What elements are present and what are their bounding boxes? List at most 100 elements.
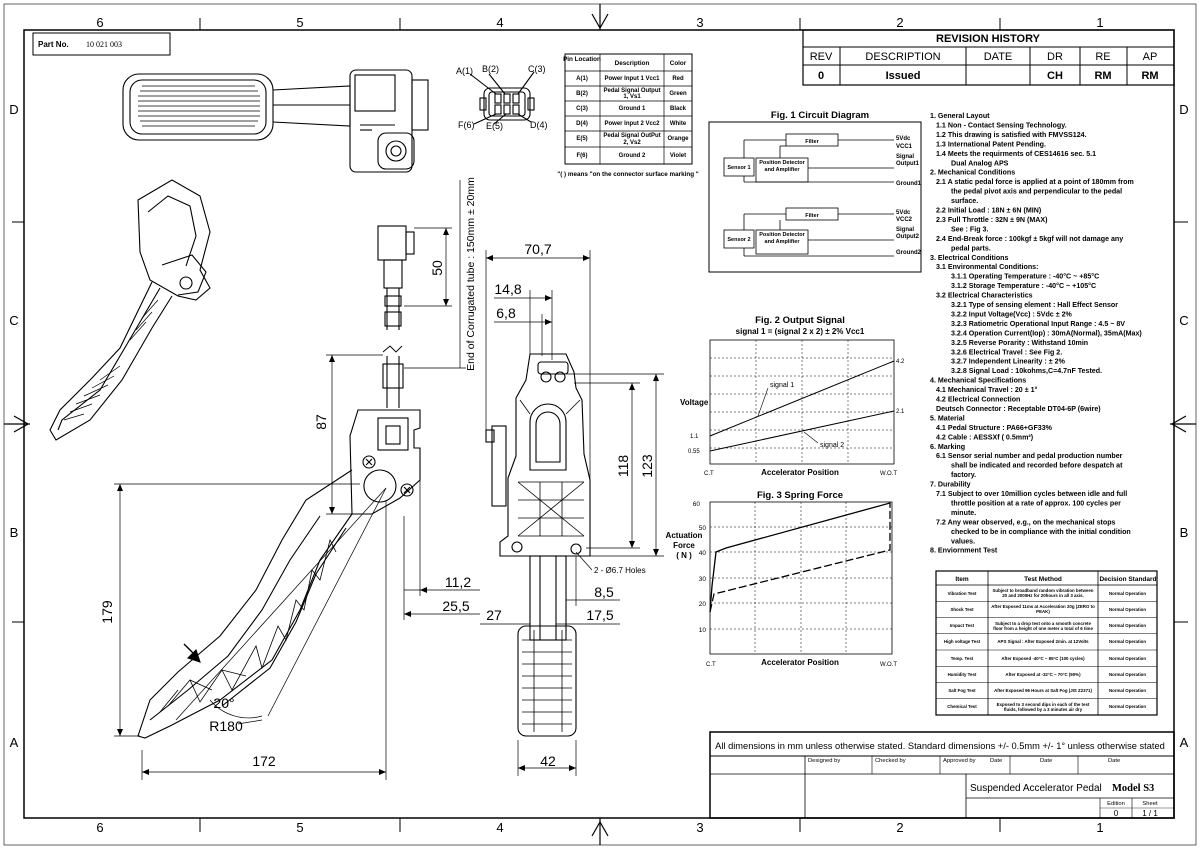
fig2-series-signal2: signal 2 — [820, 442, 844, 449]
spec-line-35: 6. Marking — [930, 443, 965, 451]
zone-col-top-1: 1 — [1096, 15, 1103, 30]
fig1-sensor-2: Sensor 2 — [727, 237, 750, 243]
spec-line-17: 3.1.1 Operating Temperature : -40°C ~ +8… — [951, 273, 1099, 281]
spec-line-10: 2.2 Initial Load : 18N ± 6N (MIN) — [936, 207, 1042, 215]
dim-42: 42 — [540, 753, 556, 769]
zone-row-right-b: B — [1180, 525, 1189, 540]
zone-col-top-6: 6 — [96, 15, 103, 30]
fig3-ytick-40: 40 — [699, 550, 707, 557]
spec-line-20: 3.2.1 Type of sensing element : Hall Eff… — [951, 301, 1118, 309]
env-cell-4-1: After Exposed -40°C ~ 85°C (100 cycles) — [1001, 655, 1085, 661]
connector-pin-c: C(3) — [528, 64, 546, 74]
spec-line-16: 3.1 Environmental Conditions: — [936, 263, 1038, 271]
dim-holes: 2 - Ø6.7 Holes — [594, 566, 646, 575]
env-cell-5-2: Normal Operation — [1108, 671, 1147, 677]
fig1-title: Fig. 1 Circuit Diagram — [771, 110, 869, 121]
pin-cell-3-0: D(4) — [576, 120, 588, 127]
pin-cell-0-1: Power Input 1 Vcc1 — [604, 75, 660, 82]
rev-header-description: DESCRIPTION — [865, 51, 940, 63]
fig3-xlabel: Accelerator Position — [761, 658, 839, 667]
env-cell-4-0: Temp. Test — [950, 655, 974, 661]
fig3-spring-force: Fig. 3 Spring Force 60 50 40 30 20 10 Ac… — [666, 490, 898, 668]
spec-line-40: 7.1 Subject to over 10million cycles bet… — [936, 490, 1127, 498]
spec-line-3: 1.3 International Patent Pending. — [936, 140, 1046, 148]
spec-line-22: 3.2.3 Ratiometric Operational Input Rang… — [951, 320, 1125, 328]
spec-line-33: 4.1 Pedal Structure : PA66+GF33% — [936, 424, 1053, 432]
spec-line-18: 3.1.2 Storage Temperature : -40°C ~ +105… — [951, 282, 1096, 290]
zone-col-top-5: 5 — [296, 15, 303, 30]
rev-cell-dr: CH — [1047, 70, 1063, 82]
env-header-item: Item — [955, 576, 969, 583]
env-cell-6-0: Salt Fog Test — [948, 688, 976, 694]
fig3-ytick-30: 30 — [699, 576, 707, 583]
env-cell-0-0: Vibration Test — [947, 590, 977, 596]
spec-line-42: minute. — [951, 509, 976, 517]
dim-118: 118 — [615, 455, 631, 478]
pin-cell-5-1: Ground 2 — [618, 152, 646, 159]
pin-note: "( ) means "on the connector surface mar… — [557, 171, 699, 178]
dim-172: 172 — [252, 753, 276, 769]
edition-value: 0 — [1114, 809, 1119, 818]
environment-test-table: Item Test Method Decision Standard Vibra… — [935, 570, 1158, 716]
spec-line-25: 3.2.6 Electrical Travel : See Fig 2. — [951, 348, 1062, 356]
dimension-arrows — [117, 228, 659, 775]
spec-line-26: 3.2.7 Independent Linearity : ± 2% — [951, 358, 1066, 366]
fig1-out2-ground: Ground2 — [896, 250, 922, 256]
connector-pin-e: E(5) — [486, 121, 503, 131]
pin-cell-2-0: C(3) — [576, 105, 588, 112]
pin-header-color: Color — [670, 60, 687, 67]
revision-title: REVISION HISTORY — [936, 33, 1041, 45]
spec-line-12: See : Fig 3. — [951, 225, 988, 233]
pin-cell-1-0: B(2) — [576, 90, 588, 97]
spec-line-23: 3.2.4 Operation Current(Iop) : 30mA(Norm… — [951, 329, 1142, 337]
pin-cell-2-2: Black — [669, 105, 686, 112]
pin-cell-5-0: F(6) — [576, 152, 588, 159]
fig2-subtitle: signal 1 = (signal 2 x 2) ± 2% Vcc1 — [736, 327, 865, 336]
fig2-x-end: W.O.T — [880, 471, 897, 477]
pedal-center-view — [485, 353, 591, 737]
rev-header-rev: REV — [810, 51, 833, 63]
zone-col-bottom-5: 5 — [296, 820, 303, 835]
rev-header-ap: AP — [1143, 51, 1158, 63]
fig1-out1-5vdc: 5Vdc — [896, 136, 911, 142]
pin-cell-4-0: E(5) — [576, 136, 588, 143]
date-2: Date — [1108, 758, 1120, 764]
pedal-top-view — [122, 69, 429, 173]
env-cell-1-0: Shock Test — [950, 606, 974, 612]
pin-header-location: Pin Location — [563, 56, 601, 63]
env-cell-7-0: Chemical Test — [947, 704, 977, 710]
spec-line-15: 3. Electrical Conditions — [930, 254, 1008, 262]
dim-6-8: 6,8 — [496, 305, 516, 321]
pin-cell-1-1: Pedal Signal Output 1, Vs1 — [603, 87, 661, 101]
fig1-filter-2: Filter — [805, 213, 819, 219]
pin-cell-2-1: Ground 1 — [618, 105, 646, 112]
pedal-side-view — [49, 179, 211, 441]
zone-row-left-b: B — [10, 525, 19, 540]
fig2-signal2-line — [709, 410, 895, 452]
fig3-ytick-20: 20 — [699, 601, 707, 608]
spec-line-37: shall be indicated and recorded before d… — [951, 462, 1123, 470]
fig3-ytick-50: 50 — [699, 525, 707, 532]
pin-table: Pin Location Description Color A(1)Power… — [557, 53, 699, 178]
dim-179: 179 — [99, 600, 115, 624]
spec-line-31: Deutsch Connector : Receptable DT04-6P (… — [936, 405, 1101, 413]
fig1-out1-output: Output1 — [896, 161, 920, 167]
fig2-x-start: C.T — [704, 471, 714, 477]
spec-line-44: checked to be in compliance with the ini… — [951, 528, 1131, 536]
spec-line-38: factory. — [951, 471, 976, 479]
drawing-model: Model S3 — [1112, 783, 1154, 794]
dim-8-5: 8,5 — [594, 584, 614, 600]
spec-line-27: 3.2.8 Signal Load : 10kohms,C=4.7nF Test… — [951, 367, 1102, 375]
pin-cell-0-0: A(1) — [576, 75, 588, 82]
fig2-ymark-4-2: 4.2 — [896, 359, 905, 365]
env-cell-4-2: Normal Operation — [1108, 655, 1147, 661]
rev-cell-description: Issued — [886, 70, 921, 82]
connector-pin-d: D(4) — [530, 120, 548, 130]
env-header-decision: Decision Standard — [1099, 576, 1156, 583]
fig1-sensor-1: Sensor 1 — [727, 165, 750, 171]
rev-header-dr: DR — [1047, 51, 1063, 63]
env-cell-1-2: Normal Operation — [1108, 606, 1147, 612]
fig3-ytick-10: 10 — [699, 627, 707, 634]
dimension-texts: 70,7 14,8 6,8 118 123 50 87 11,2 25,5 27… — [99, 177, 655, 769]
spec-line-24: 3.2.5 Reverse Porarity : Withstand 10min — [951, 339, 1088, 347]
